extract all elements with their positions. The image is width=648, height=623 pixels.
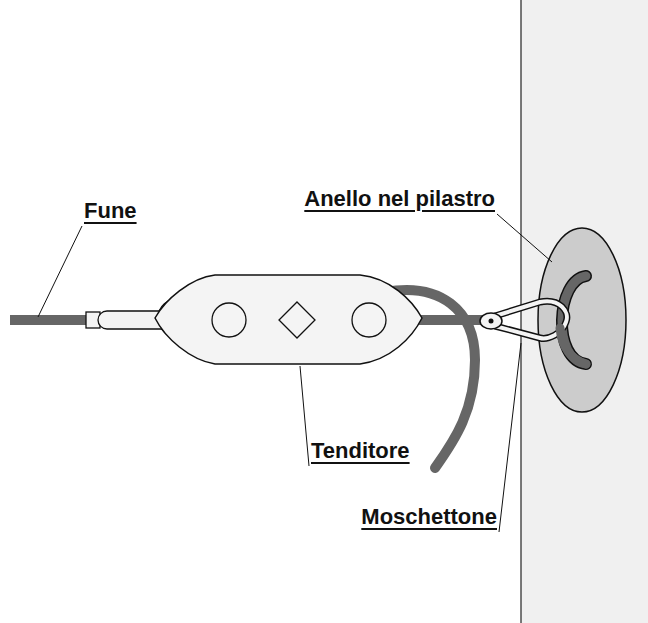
callout-label: Fune	[84, 198, 137, 224]
tensioner-diamond	[279, 302, 315, 338]
carabiner	[495, 301, 567, 338]
tensioner-hole	[352, 303, 386, 337]
carabiner-pin	[489, 319, 494, 324]
anchor-ring	[560, 328, 586, 364]
leader-line	[497, 214, 552, 262]
leader-line	[499, 343, 521, 532]
tensioner	[155, 275, 422, 364]
leader-line	[300, 366, 309, 466]
tensioner-hole	[212, 303, 246, 337]
carabiner-eye	[480, 313, 502, 329]
leader-line	[38, 226, 82, 317]
rope	[10, 315, 90, 325]
carabiner	[495, 301, 567, 338]
ring-plate	[538, 228, 626, 412]
pillar	[521, 0, 648, 623]
callout-label: Moschettone	[361, 504, 497, 530]
callout-label: Tenditore	[311, 438, 410, 464]
callout-label: Anello nel pilastro	[304, 186, 495, 212]
